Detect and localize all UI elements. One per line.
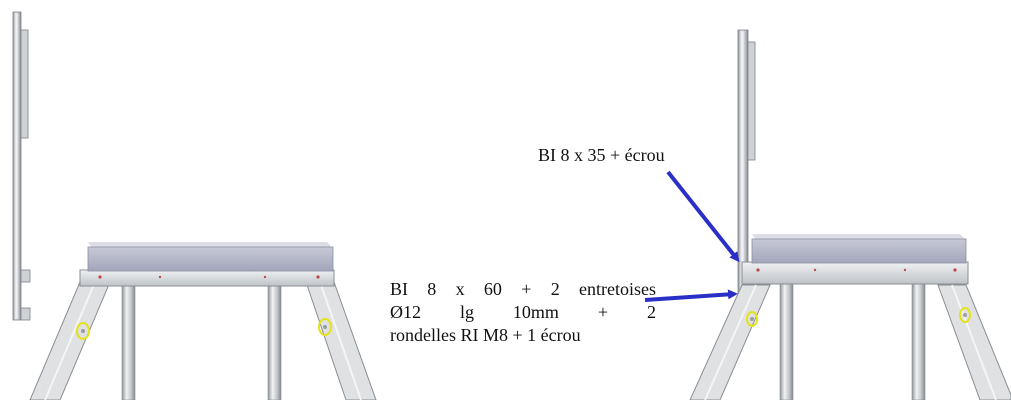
arrow-lower (644, 289, 738, 302)
bolt-label-lower-line-3: rondelles RI M8 + 1 écrou (390, 325, 581, 345)
bolt-label-lower-line-2: Ø12 lg 10mm + 2 (390, 302, 656, 322)
bolt-marker (318, 318, 332, 336)
left-trestle (29, 242, 377, 400)
bolt-marker (76, 322, 90, 340)
bolt-label-lower: BI 8 x 60 + 2 entretoises Ø12 lg 10mm + … (390, 278, 656, 347)
bolt-label-lower-line-1: BI 8 x 60 + 2 entretoises (390, 279, 656, 299)
bolt-marker (746, 311, 758, 327)
arrow-upper (666, 170, 740, 263)
right-trestle (689, 29, 1011, 400)
bolt-label-upper: BI 8 x 35 + écrou (538, 145, 665, 165)
detached-post (12, 11, 31, 321)
bolt-marker (959, 307, 971, 323)
